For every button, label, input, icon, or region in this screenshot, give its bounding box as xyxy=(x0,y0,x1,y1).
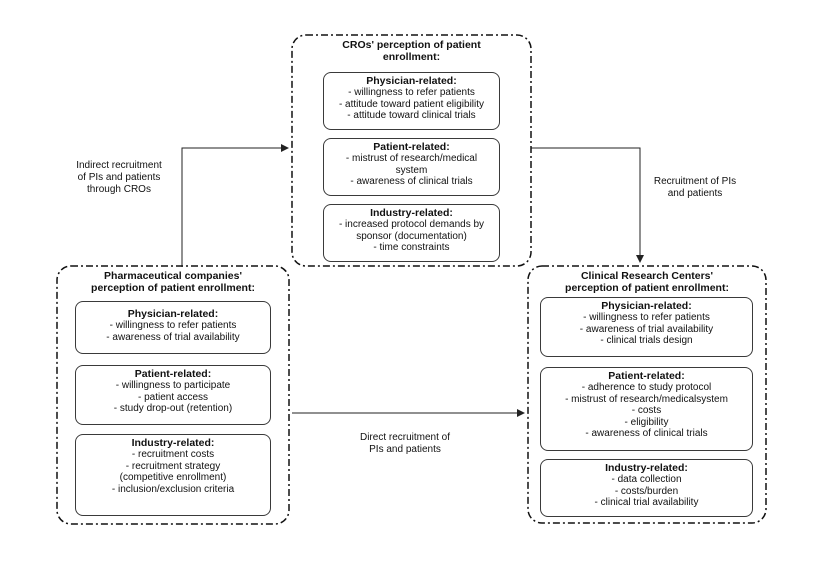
crc-patient-item: - costs xyxy=(631,405,662,416)
crc-industry-item: - data collection xyxy=(611,474,682,485)
cro-physician-box: Physician-related: - willingness to refe… xyxy=(323,72,500,130)
edge-label-indirect: Indirect recruitment of PIs and patients… xyxy=(76,160,162,195)
group-crc: Clinical Research Centers' perception of… xyxy=(527,265,767,524)
crc-physician-box: Physician-related: - willingness to refe… xyxy=(540,297,753,357)
cro-physician-item: - willingness to refer patients xyxy=(348,87,475,98)
pharma-industry-item: - inclusion/exclusion criteria xyxy=(111,483,235,495)
pharma-patient-item: - patient access xyxy=(137,391,209,403)
edge-label-direct: Direct recruitment of PIs and patients xyxy=(359,432,451,455)
cro-physician-item: - attitude toward patient eligibility xyxy=(338,98,485,110)
crc-patient-item: - mistrust of research/medicalsystem xyxy=(565,393,728,405)
crc-patient-item: - adherence to study protocol xyxy=(581,382,712,393)
pharma-patient-item: - willingness to participate xyxy=(115,380,231,391)
crc-industry-item: - clinical trial availability xyxy=(594,497,699,508)
edge-pharma-to-cro xyxy=(181,144,289,267)
crc-industry-item: - costs/burden xyxy=(614,485,679,497)
group-crc-title: Clinical Research Centers' perception of… xyxy=(565,270,729,294)
pharma-physician-title: Physician-related: xyxy=(127,308,219,320)
cro-physician-item: - attitude toward clinical trials xyxy=(347,110,476,121)
pharma-patient-title: Patient-related: xyxy=(134,368,212,380)
crc-industry-box: Industry-related: - data collection - co… xyxy=(540,459,753,517)
pharma-industry-title: Industry-related: xyxy=(131,437,215,449)
edge-label-recruitment: Recruitment of PIs and patients xyxy=(653,176,737,199)
pharma-patient-item: - study drop-out (retention) xyxy=(113,403,233,414)
cro-patient-title: Patient-related: xyxy=(373,141,450,153)
pharma-patient-box: Patient-related: - willingness to partic… xyxy=(75,365,271,425)
pharma-physician-box: Physician-related: - willingness to refe… xyxy=(75,301,271,354)
cro-industry-title: Industry-related: xyxy=(370,207,453,219)
group-crc-outline xyxy=(527,265,767,524)
cro-physician-title: Physician-related: xyxy=(366,75,457,87)
cro-patient-item: - awareness of clinical trials xyxy=(350,176,473,187)
crc-physician-item: - clinical trials design xyxy=(600,335,693,346)
crc-physician-item: - willingness to refer patients xyxy=(583,312,710,323)
crc-patient-item: - eligibility xyxy=(624,416,669,428)
cro-industry-item: - time constraints xyxy=(373,242,450,253)
crc-industry-title: Industry-related: xyxy=(605,462,688,474)
cro-industry-item: - increased protocol demands by sponsor … xyxy=(338,219,485,242)
cro-patient-box: Patient-related: - mistrust of research/… xyxy=(323,138,500,196)
pharma-industry-item: - recruitment costs xyxy=(131,449,215,460)
pharma-industry-box: Industry-related: - recruitment costs - … xyxy=(75,434,271,516)
crc-physician-item: - awareness of trial availability xyxy=(579,323,714,335)
group-pharma: Pharmaceutical companies' perception of … xyxy=(56,265,290,525)
group-cro: CROs' perception of patient enrollment: … xyxy=(291,34,532,267)
group-cro-title: CROs' perception of patient enrollment: xyxy=(342,39,481,63)
group-pharma-outline xyxy=(56,265,290,525)
edge-cro-to-crc xyxy=(531,147,644,263)
pharma-physician-item: - willingness to refer patients xyxy=(109,320,237,331)
pharma-industry-item: - recruitment strategy (competitive enro… xyxy=(119,460,227,484)
crc-physician-title: Physician-related: xyxy=(601,300,692,312)
group-cro-outline xyxy=(291,34,532,267)
crc-patient-item: - awareness of clinical trials xyxy=(585,428,708,439)
pharma-physician-item: - awareness of trial availability xyxy=(106,331,240,343)
group-pharma-title: Pharmaceutical companies' perception of … xyxy=(91,270,255,294)
crc-patient-box: Patient-related: - adherence to study pr… xyxy=(540,367,753,451)
crc-patient-title: Patient-related: xyxy=(608,370,685,382)
cro-industry-box: Industry-related: - increased protocol d… xyxy=(323,204,500,262)
cro-patient-item: - mistrust of research/medical system xyxy=(345,153,478,176)
